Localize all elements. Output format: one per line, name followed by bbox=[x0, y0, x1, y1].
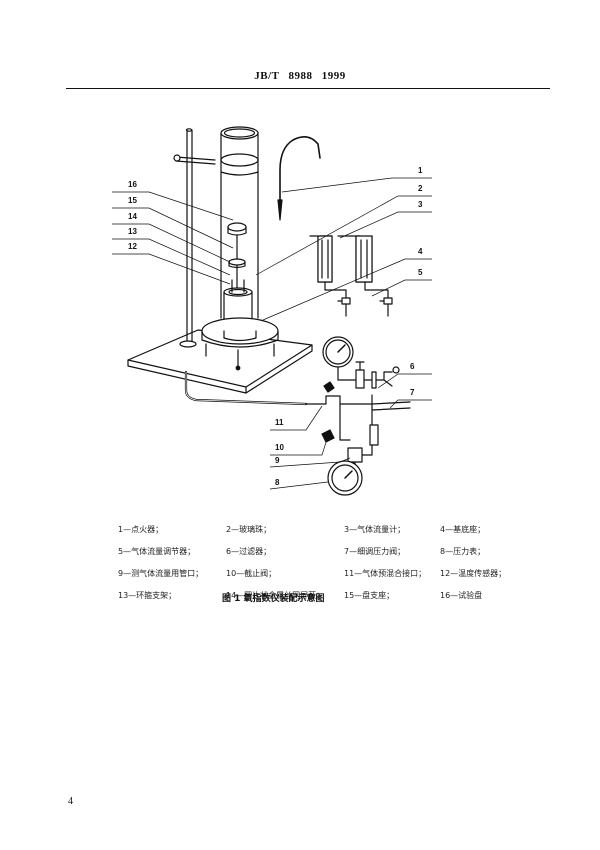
callout-16: 16 bbox=[128, 180, 137, 189]
legend-item: 8—压力表； bbox=[440, 546, 486, 556]
callout-14: 14 bbox=[128, 212, 137, 221]
legend-item: 3—气体流量计； bbox=[344, 524, 406, 534]
legend-item: 9—测气体流量用管口； bbox=[118, 568, 204, 578]
support-rod bbox=[186, 129, 193, 343]
callout-10: 10 bbox=[275, 443, 284, 452]
callout-2: 2 bbox=[418, 184, 423, 193]
callout-7: 7 bbox=[410, 388, 415, 397]
legend-row: 13—环箍支架； 14—圆片状金属丝网屏蔽； 15—盘支座； 16—试验盘 bbox=[118, 584, 538, 606]
callout-8: 8 bbox=[275, 478, 280, 487]
callout-13: 13 bbox=[128, 227, 137, 236]
legend-item: 11—气体预混合接口； bbox=[344, 568, 427, 578]
figure-legend: 1—点火器； 2—玻璃珠； 3—气体流量计； 4—基底座； 5—气体流量调节器；… bbox=[118, 518, 538, 606]
callout-12: 12 bbox=[128, 242, 137, 251]
legend-item: 13—环箍支架； bbox=[118, 590, 177, 600]
legend-item: 2—玻璃珠； bbox=[226, 524, 272, 534]
legend-row: 1—点火器； 2—玻璃珠； 3—气体流量计； 4—基底座； bbox=[118, 518, 538, 540]
callout-5: 5 bbox=[418, 268, 423, 277]
callout-4: 4 bbox=[418, 247, 423, 256]
figure-caption: 图 1 氧指数仪装配示意图 bbox=[222, 594, 325, 604]
callout-6: 6 bbox=[410, 362, 415, 371]
leader-lines bbox=[112, 177, 432, 490]
legend-item: 6—过滤器； bbox=[226, 546, 272, 556]
legend-item: 5—气体流量调节器； bbox=[118, 546, 196, 556]
callout-9: 9 bbox=[275, 456, 280, 465]
legend-item: 12—温度传感器； bbox=[440, 568, 507, 578]
legend-row: 9—测气体流量用管口； 10—截止阀； 11—气体预混合接口； 12—温度传感器… bbox=[118, 562, 538, 584]
legend-item: 16—试验盘 bbox=[440, 590, 483, 600]
legend-item: 15—盘支座； bbox=[344, 590, 395, 600]
apparatus-figure: 16 15 14 13 12 1 2 3 4 5 6 7 11 10 9 8 bbox=[112, 126, 432, 496]
callout-11: 11 bbox=[275, 418, 284, 427]
standard-code: JB/T 8988 1999 bbox=[254, 70, 346, 82]
header-rule bbox=[66, 88, 550, 89]
apparatus-drawing bbox=[127, 126, 411, 496]
igniter bbox=[279, 136, 321, 201]
callout-1: 1 bbox=[418, 166, 423, 175]
legend-item: 14—圆片状金属丝网屏蔽； bbox=[226, 590, 325, 600]
callout-15: 15 bbox=[128, 196, 137, 205]
glass-chimney bbox=[220, 132, 259, 319]
callout-3: 3 bbox=[418, 200, 423, 209]
legend-row: 5—气体流量调节器； 6—过滤器； 7—细调压力阀； 8—压力表； bbox=[118, 540, 538, 562]
legend-item: 10—截止阀； bbox=[226, 568, 277, 578]
page-number: 4 bbox=[68, 796, 73, 807]
legend-item: 7—细调压力阀； bbox=[344, 546, 406, 556]
callout-labels: 16 15 14 13 12 1 2 3 4 5 6 7 11 10 9 8 bbox=[128, 166, 423, 487]
legend-item: 1—点火器； bbox=[118, 524, 164, 534]
legend-item: 4—基底座； bbox=[440, 524, 486, 534]
